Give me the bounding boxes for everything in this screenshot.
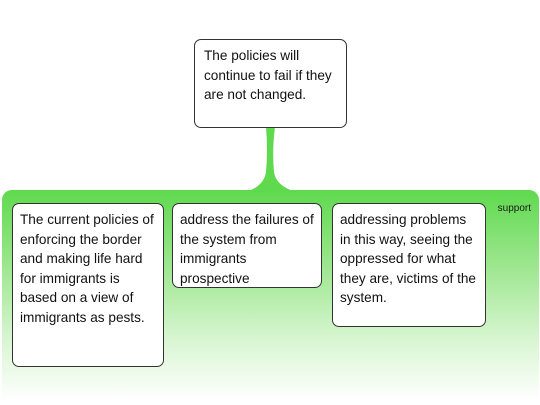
support-box-3[interactable]: addressing problems in this way, seeing … (332, 203, 486, 327)
support-box-2[interactable]: address the failures of the system from … (172, 203, 322, 288)
support-box-1[interactable]: The current policies of enforcing the bo… (12, 203, 164, 367)
connector-stem (246, 127, 296, 192)
claim-box[interactable]: The policies will continue to fail if th… (194, 39, 347, 128)
support-label: support (497, 203, 531, 214)
